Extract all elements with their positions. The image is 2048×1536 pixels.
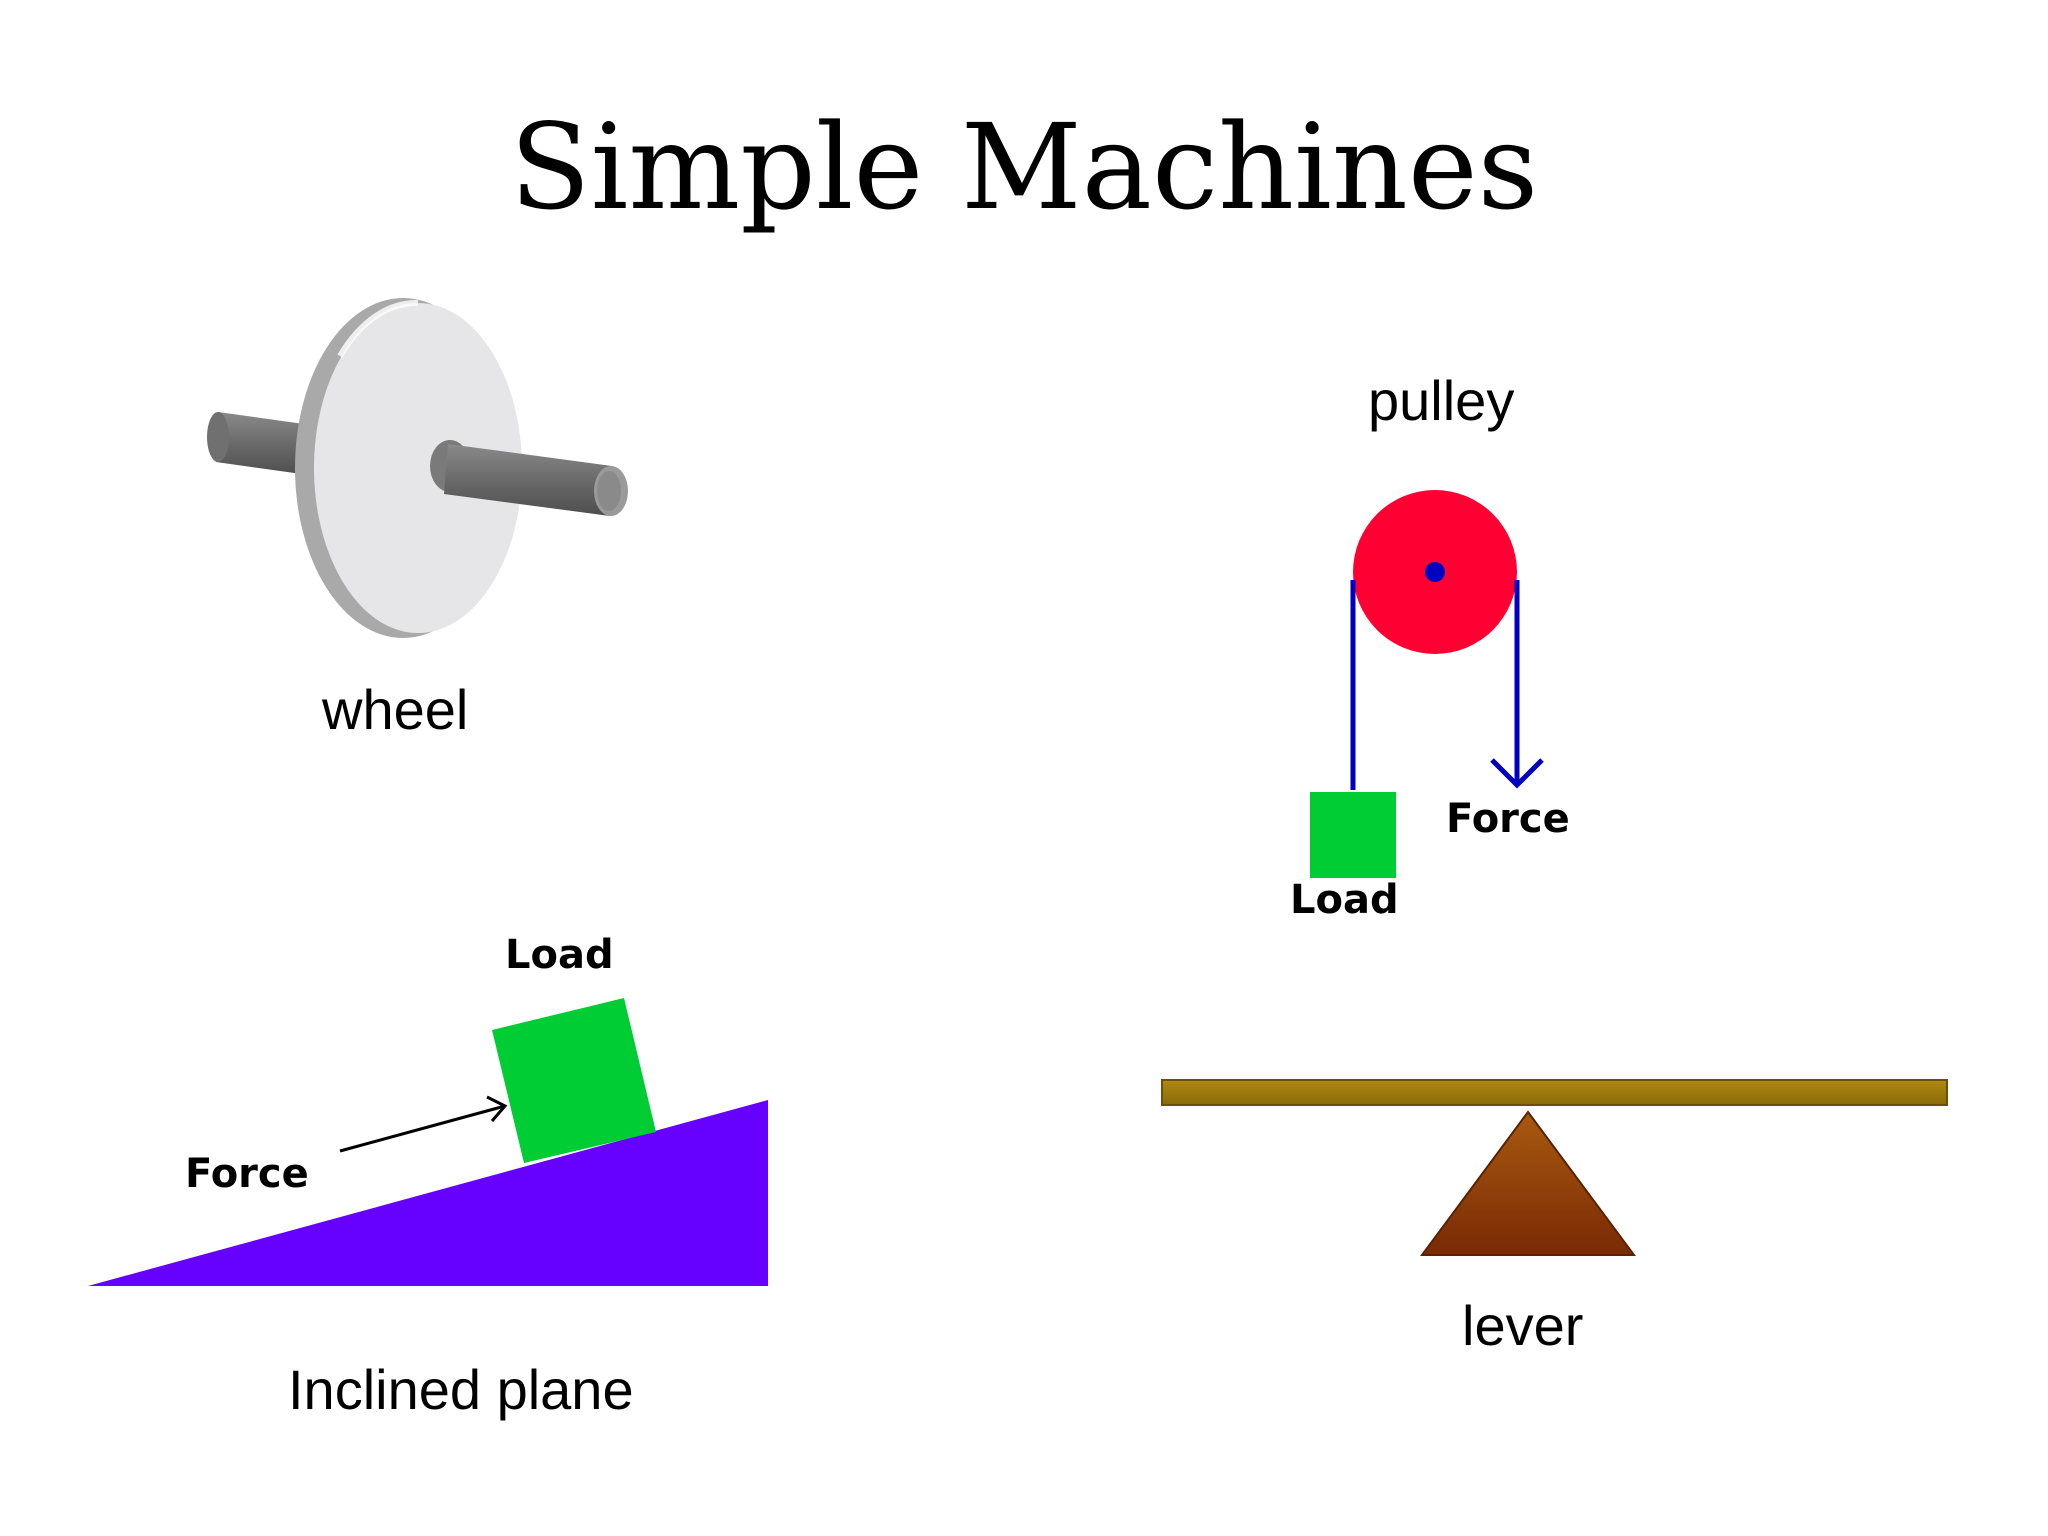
pulley-load-block xyxy=(1310,792,1396,878)
pulley-load-label: Load xyxy=(1290,877,1399,923)
inclined-plane-caption: Inclined plane xyxy=(288,1358,634,1421)
force-arrow-down xyxy=(1490,758,1544,789)
ramp xyxy=(88,1100,768,1286)
ramp-load-block xyxy=(492,998,656,1163)
pulley-axle-dot xyxy=(1425,562,1445,582)
pulley-force-label: Force xyxy=(1446,796,1570,842)
ramp-force-label: Force xyxy=(185,1151,309,1197)
lever-beam xyxy=(1161,1079,1948,1106)
inclined-plane-illustration xyxy=(88,998,768,1286)
ramp-force-arrowhead xyxy=(486,1095,508,1122)
wheel-illustration xyxy=(207,298,628,638)
lever-illustration xyxy=(1161,1079,1948,1256)
lever-caption: lever xyxy=(1462,1294,1584,1357)
page-title: Simple Machines xyxy=(509,98,1539,236)
lever-fulcrum xyxy=(1420,1110,1636,1256)
pulley-illustration xyxy=(1310,490,1544,878)
ramp-load-label: Load xyxy=(505,932,614,978)
ramp-force-arrow xyxy=(339,1104,506,1153)
wheel-caption: wheel xyxy=(322,678,469,741)
pulley-caption: pulley xyxy=(1368,369,1515,432)
